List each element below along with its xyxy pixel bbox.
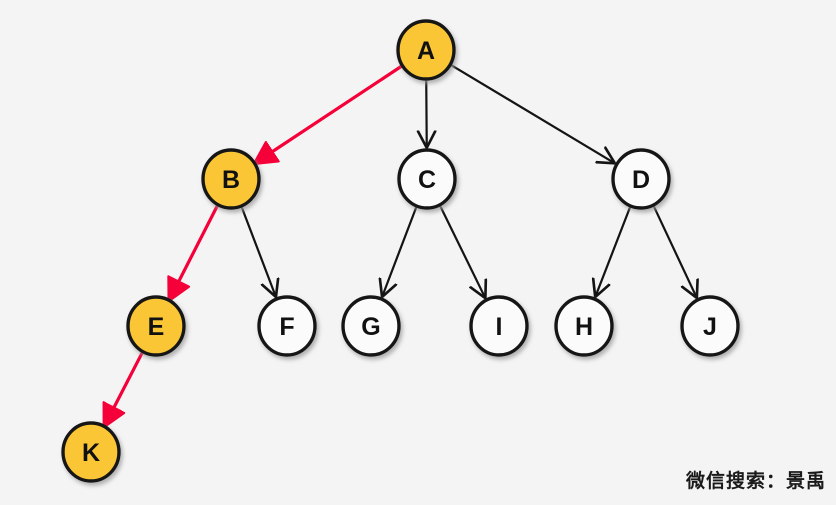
node-circle-i: [469, 295, 529, 357]
node-layer: A B C D E F G I H J K: [61, 19, 740, 483]
node-label-a: A: [417, 37, 435, 65]
node-h[interactable]: H: [554, 295, 614, 357]
edge-e-k: [106, 349, 145, 424]
node-circle-h: [554, 295, 614, 357]
edge-b-f: [240, 204, 275, 296]
edge-a-b: [257, 64, 405, 162]
node-circle-k: [61, 421, 121, 483]
watermark-text: 微信搜索：景禹: [685, 470, 826, 492]
node-i[interactable]: I: [469, 295, 529, 357]
node-f[interactable]: F: [257, 295, 317, 357]
node-label-b: B: [222, 166, 240, 194]
node-label-j: J: [703, 313, 717, 341]
node-b[interactable]: B: [201, 148, 261, 210]
node-d[interactable]: D: [611, 148, 671, 210]
node-circle-e: [126, 295, 186, 357]
node-circle-j: [680, 295, 740, 357]
node-c[interactable]: C: [397, 148, 457, 210]
node-circle-c: [397, 148, 457, 210]
edge-c-i: [438, 203, 485, 298]
node-label-f: F: [279, 313, 294, 341]
node-g[interactable]: G: [341, 295, 401, 357]
node-circle-d: [611, 148, 671, 210]
node-label-d: D: [632, 166, 650, 194]
node-j[interactable]: J: [680, 295, 740, 357]
node-circle-f: [257, 295, 317, 357]
node-k[interactable]: K: [61, 421, 121, 483]
node-circle-b: [201, 148, 261, 210]
node-circle-g: [341, 295, 401, 357]
edge-d-j: [652, 203, 696, 297]
edge-a-c: [426, 77, 427, 147]
edge-layer: [106, 63, 697, 424]
node-label-k: K: [82, 439, 100, 467]
node-circle-a: [396, 19, 456, 81]
node-e[interactable]: E: [126, 295, 186, 357]
node-label-h: H: [575, 313, 593, 341]
node-label-i: I: [496, 313, 503, 341]
edge-c-g: [382, 204, 418, 296]
node-label-e: E: [148, 313, 165, 341]
edge-d-h: [596, 204, 632, 296]
edge-a-d: [449, 63, 614, 163]
node-label-g: G: [361, 313, 380, 341]
node-a[interactable]: A: [396, 19, 456, 81]
edge-b-e: [170, 203, 220, 298]
node-label-c: C: [418, 166, 436, 194]
